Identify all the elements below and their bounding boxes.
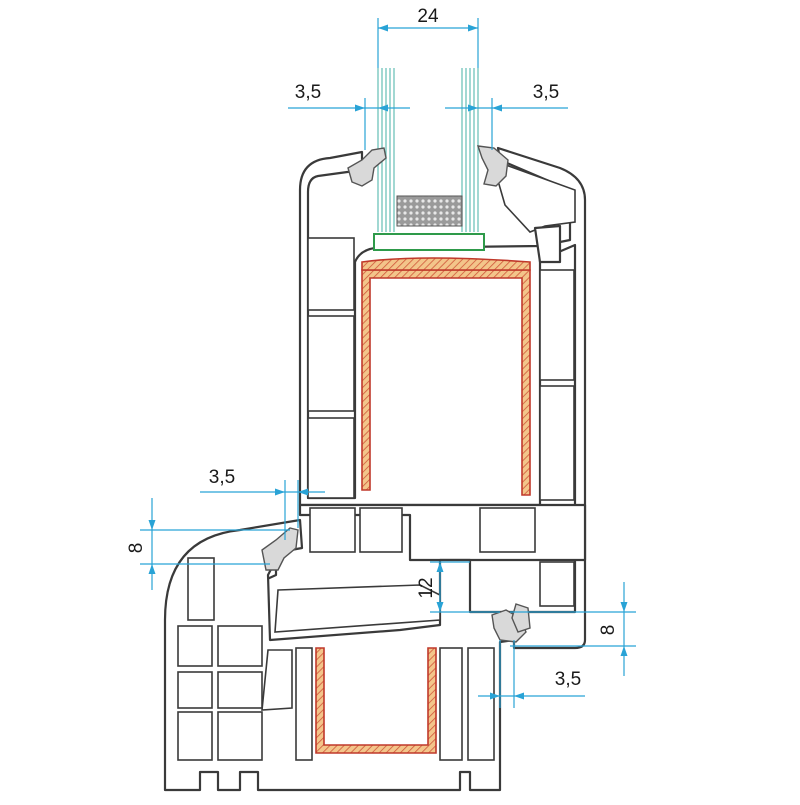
glass-pane-left — [377, 68, 395, 232]
dimension-seal-right-top: 3,5 — [445, 82, 568, 150]
sash-chamber — [307, 315, 355, 412]
frame-chamber — [177, 671, 213, 709]
dim-label-glass-thickness: 24 — [417, 6, 439, 27]
frame-chamber — [467, 647, 495, 761]
frame-chamber — [177, 711, 213, 761]
dimension-seal-height-left: 8 — [126, 498, 290, 590]
frame-chamber — [187, 557, 215, 621]
glazing-spacer-profile — [373, 233, 485, 251]
frame-chamber — [177, 625, 213, 667]
glass-pane-right — [461, 68, 479, 232]
sash-chamber — [309, 507, 356, 553]
gasket-glazing-left — [347, 147, 387, 187]
insulated-glass-unit — [377, 68, 479, 232]
dimension-seal-left-top: 3,5 — [288, 82, 410, 150]
sash-chamber — [479, 507, 536, 553]
gasket-glazing-right — [476, 145, 509, 187]
sash-chamber — [539, 269, 575, 381]
frame-chamber — [217, 625, 263, 667]
frame-chamber — [295, 647, 313, 761]
frame-steel-reinforcement — [315, 647, 437, 754]
dim-label-seal-height-right: 8 — [598, 625, 619, 636]
dimension-rebate-height: 12 — [416, 561, 500, 613]
dim-label-seal-right-bottom: 3,5 — [555, 669, 581, 690]
dimension-seal-height-right: 8 — [510, 582, 636, 676]
sash-chamber — [539, 385, 575, 501]
sash-chamber — [307, 417, 355, 499]
dim-label-seal-left-top: 3,5 — [295, 82, 321, 103]
dim-label-seal-height-left: 8 — [126, 543, 147, 554]
frame-chamber — [217, 711, 263, 761]
dim-label-seal-left-mid: 3,5 — [209, 467, 235, 488]
gasket-frame-left — [261, 527, 299, 571]
sash-steel-reinforcement — [361, 269, 531, 496]
sash-chamber — [539, 561, 575, 607]
desiccant-spacer — [396, 195, 463, 227]
dim-label-rebate-height: 12 — [416, 577, 437, 598]
dimension-seal-left-mid: 3,5 — [200, 467, 325, 540]
dimension-seal-right-bottom: 3,5 — [478, 640, 585, 708]
sash-chamber — [307, 237, 355, 311]
frame-chamber — [261, 649, 293, 711]
sash-chamber — [359, 507, 403, 553]
frame-chamber — [439, 647, 463, 761]
frame-chamber — [217, 671, 263, 709]
glazing-bead — [490, 158, 576, 233]
dim-label-seal-right-top: 3,5 — [533, 82, 559, 103]
dimension-glass-thickness: 24 — [377, 6, 479, 68]
gasket-sash-right — [511, 603, 531, 633]
